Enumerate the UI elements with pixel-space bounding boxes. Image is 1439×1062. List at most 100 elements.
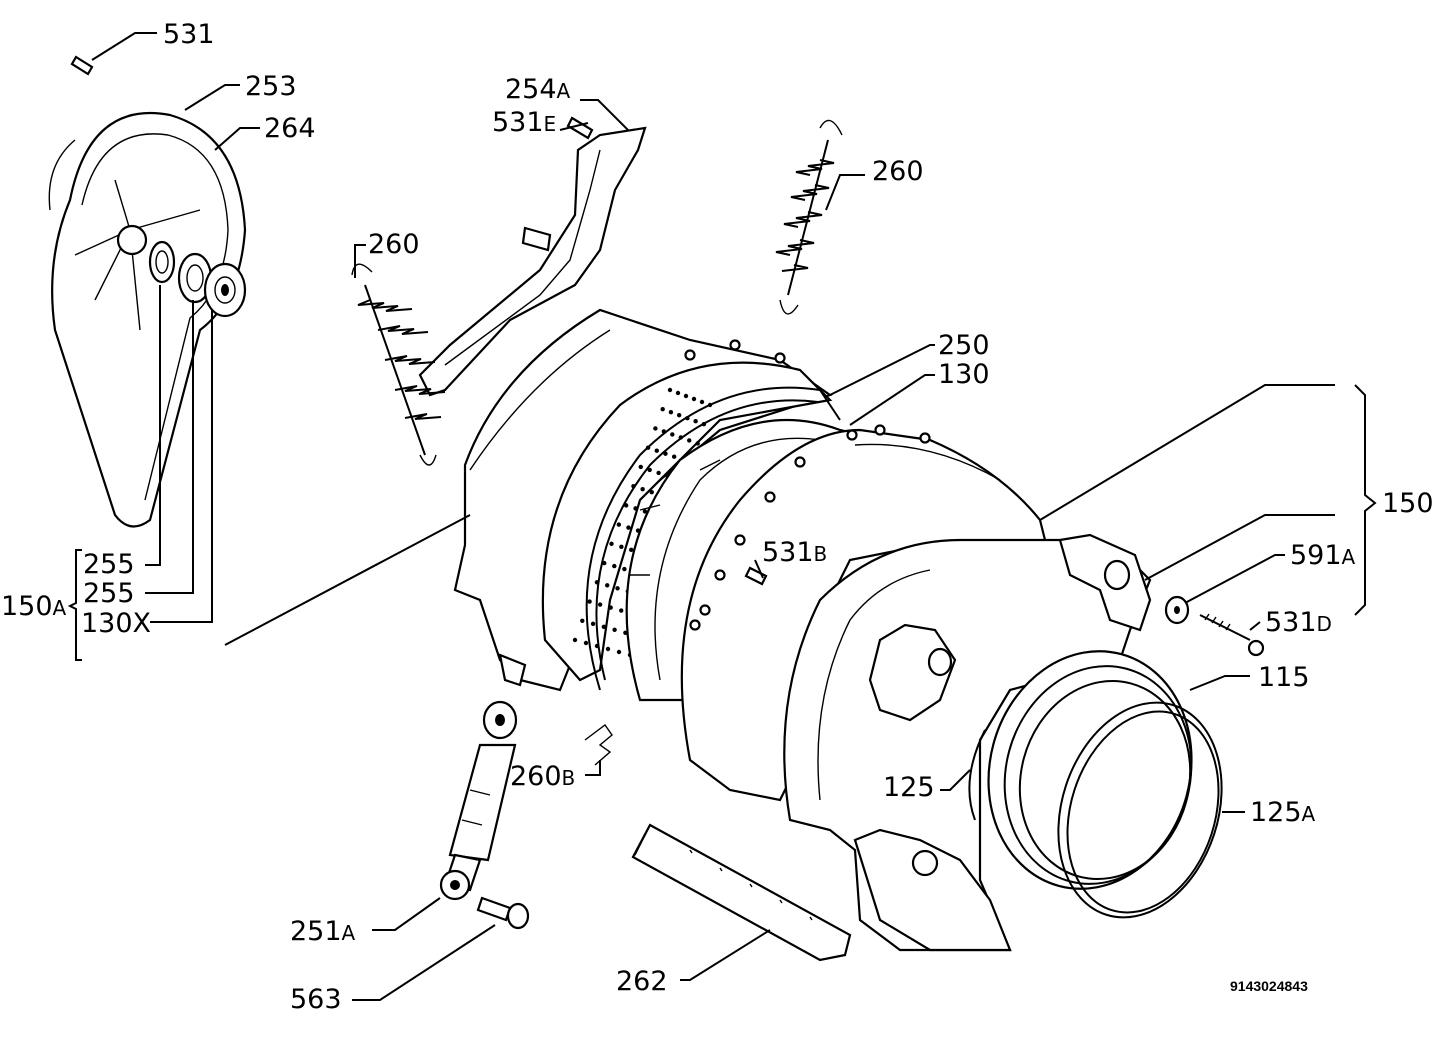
part-labels: 531 253 264 254A 531E 260 260 250 130 15… (1, 19, 1434, 1015)
label-260-right: 260 (872, 156, 924, 187)
perforation-hole (647, 467, 652, 473)
clamp-ring-125a (1057, 701, 1223, 919)
perforation-hole (608, 605, 613, 610)
perforation-hole (601, 624, 607, 629)
perforation-hole (580, 618, 585, 623)
perforation-hole (626, 525, 631, 530)
bolt-563 (476, 896, 530, 930)
label-531: 531 (163, 19, 215, 50)
perforation-hole (653, 426, 658, 431)
rim-bolt (699, 604, 711, 616)
perforation-hole (695, 441, 700, 446)
rim-bolt (729, 339, 741, 351)
bearing-255-a (148, 240, 176, 284)
counterweight-262 (631, 823, 852, 962)
perforation-hole (687, 438, 692, 443)
label-260b: 260B (510, 761, 575, 792)
perforation-hole (671, 454, 677, 459)
label-531e: 531E (492, 107, 556, 138)
rim-bolt (764, 491, 776, 503)
perforation-hole (693, 419, 698, 424)
seal-ring-250 (585, 386, 841, 691)
label-125a: 125A (1250, 797, 1316, 828)
perforation-hole (649, 489, 654, 495)
shock-absorber-251a (439, 700, 518, 901)
tub-front-housing (783, 533, 1152, 952)
spring-260-right (775, 119, 843, 315)
perforation-hole (605, 583, 610, 588)
label-531b: 531B (762, 537, 827, 568)
perforation-hole (699, 399, 705, 405)
perforation-hole (612, 627, 617, 632)
perforation-hole (638, 464, 643, 470)
perforation-hole (656, 470, 661, 476)
rim-bolt (846, 429, 858, 441)
perforation-hole (583, 640, 589, 646)
perforation-hole (572, 637, 578, 643)
perforation-hole (619, 544, 624, 550)
clamp-ring-125 (968, 729, 986, 821)
perforation-hole (619, 608, 624, 613)
label-150a: 150A (1, 591, 67, 622)
perforation-hole (691, 396, 697, 402)
label-264: 264 (264, 113, 316, 144)
perforation-hole (616, 649, 622, 655)
diagram-code: 9143024843 (1230, 978, 1308, 994)
rim-bolt (684, 349, 696, 361)
clip-260b (584, 724, 613, 766)
rim-bolt (794, 456, 806, 468)
label-531d: 531D (1265, 607, 1332, 638)
label-262: 262 (616, 966, 668, 997)
door-seal-115 (987, 650, 1193, 890)
perforation-hole (675, 390, 681, 396)
perforation-hole (609, 541, 614, 547)
label-130x: 130X (81, 608, 151, 639)
rim-bolt (714, 569, 726, 581)
screw-531e (566, 116, 594, 140)
perforation-hole (629, 547, 634, 553)
perforation-hole (667, 387, 673, 393)
perforation-hole (616, 522, 622, 527)
label-591a: 591A (1290, 540, 1356, 571)
washer-591a (1164, 595, 1190, 625)
spring-260-left (351, 263, 446, 466)
perforation-hole (683, 393, 689, 399)
perforation-hole (640, 486, 645, 492)
perforation-hole (590, 621, 596, 626)
label-150: 150 (1382, 488, 1434, 519)
label-130: 130 (938, 359, 990, 390)
rim-bolt (874, 424, 886, 436)
perforation-hole (622, 566, 627, 572)
screw-531 (70, 55, 94, 76)
rim-bolt (919, 432, 931, 444)
bearing-130x (203, 262, 247, 318)
perforation-hole (660, 407, 665, 412)
perforation-hole (597, 602, 603, 607)
label-251a: 251A (290, 916, 356, 947)
pulley-253 (48, 112, 247, 528)
label-255-a: 255 (83, 549, 135, 580)
perforation-hole (633, 506, 638, 511)
perforation-hole (615, 586, 620, 591)
label-563: 563 (290, 984, 342, 1015)
leader-lines (67, 32, 1377, 1001)
label-125: 125 (883, 772, 935, 803)
perforation-hole (605, 646, 611, 652)
label-255-b: 255 (83, 578, 135, 609)
perforation-hole (670, 432, 675, 437)
label-254: 254A (505, 74, 571, 105)
perforation-hole (587, 599, 592, 604)
label-260-left: 260 (368, 229, 420, 260)
perforation-hole (654, 448, 659, 453)
tub-front-cylinder (680, 339, 1052, 802)
perforation-hole (668, 410, 674, 415)
screw-531d (1199, 613, 1265, 657)
label-250: 250 (938, 330, 990, 361)
label-115: 115 (1258, 662, 1310, 693)
bracket-254a (418, 126, 647, 397)
label-253: 253 (245, 71, 297, 102)
rim-bolt (774, 352, 786, 364)
perforation-hole (676, 413, 682, 418)
